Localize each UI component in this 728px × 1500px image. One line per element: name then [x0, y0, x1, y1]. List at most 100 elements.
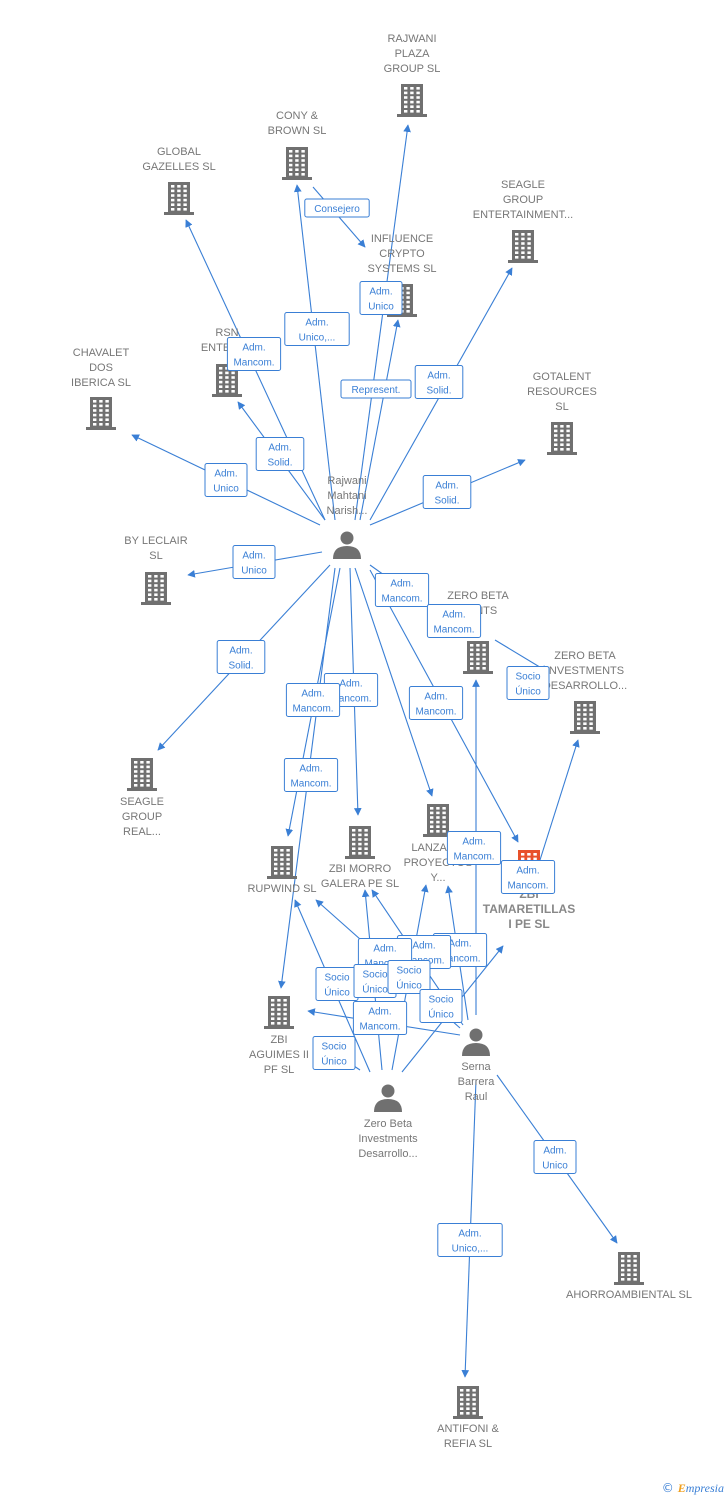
building-base	[264, 1026, 294, 1029]
building-window	[621, 1255, 625, 1258]
building-window	[566, 438, 570, 442]
relation-badge[interactable]: Adm.Mancom.	[352, 1001, 408, 1035]
building-window	[358, 847, 362, 850]
building-window	[219, 367, 223, 370]
building-window	[566, 425, 570, 428]
relation-badge[interactable]: Adm.Mancom.	[226, 337, 282, 371]
building-window	[148, 588, 152, 592]
building-window	[560, 434, 564, 437]
building-window	[231, 371, 235, 375]
building-icon[interactable]	[423, 804, 453, 837]
building-icon[interactable]	[164, 182, 194, 215]
relation-badge[interactable]: Represent.	[340, 379, 412, 399]
relation-label-text: Represent.	[352, 385, 401, 396]
building-icon[interactable]	[264, 996, 294, 1029]
building-icon[interactable]	[86, 397, 116, 430]
building-window	[271, 1003, 275, 1007]
building-window	[410, 110, 414, 113]
person-head	[340, 531, 354, 545]
footer-brand[interactable]: ©Empresia	[662, 1481, 724, 1496]
building-window	[225, 385, 229, 388]
building-icon[interactable]	[463, 641, 493, 674]
building-icon[interactable]	[141, 572, 171, 605]
building-icon[interactable]	[397, 84, 427, 117]
edge-rajwani-to-lanzagorta	[354, 567, 434, 797]
building-icon[interactable]	[614, 1252, 644, 1285]
relation-badge-box	[283, 758, 339, 792]
relation-label-text: Único	[515, 685, 541, 698]
building-icon[interactable]	[127, 758, 157, 791]
node-seagle_real[interactable]: SEAGLEGROUPREAL...	[120, 758, 164, 838]
node-label: ZBI MORRO	[329, 863, 392, 875]
building-window	[274, 858, 278, 861]
relation-badge[interactable]: Adm.Unico,...	[437, 1223, 503, 1257]
relation-badge[interactable]: Adm.Unico	[359, 281, 403, 315]
relation-badge-box	[204, 463, 248, 497]
relation-label-text: Adm.	[435, 481, 458, 492]
building-window	[430, 811, 434, 815]
relation-badge[interactable]: Adm.Mancom.	[283, 758, 339, 792]
node-rajwani[interactable]: RajwaniMahtaniNarish...	[327, 475, 368, 559]
node-zero_beta_person[interactable]: Zero BetaInvestmentsDesarrollo...	[358, 1084, 418, 1161]
relation-badge[interactable]: Adm.Mancom.	[426, 604, 482, 638]
building-icon[interactable]	[345, 826, 375, 859]
person-icon[interactable]	[374, 1084, 402, 1113]
relation-badge-box	[387, 960, 431, 994]
relation-badge[interactable]: Adm.Unico	[232, 545, 276, 579]
relation-badge[interactable]: Consejero	[304, 198, 370, 218]
relation-badge[interactable]: Adm.Mancom.	[408, 686, 464, 720]
relation-badge[interactable]: Adm.Unico	[204, 463, 248, 497]
relation-label-text: Solid.	[228, 661, 253, 672]
building-window	[301, 173, 305, 176]
person-icon[interactable]	[462, 1028, 490, 1057]
node-ahorroambiental[interactable]: AHORROAMBIENTAL SL	[566, 1252, 692, 1301]
relation-badge[interactable]: Adm.Mancom.	[500, 860, 556, 894]
relation-label-text: Único	[321, 1055, 347, 1068]
building-icon[interactable]	[212, 364, 242, 397]
relation-label-text: Adm.	[305, 318, 328, 329]
building-window	[171, 185, 175, 188]
building-icon[interactable]	[453, 1386, 483, 1419]
relation-badge[interactable]: Adm.Solid.	[216, 640, 266, 674]
relation-badge[interactable]: Adm.Solid.	[414, 365, 464, 399]
relation-badge[interactable]: Adm.Unico,...	[284, 312, 350, 346]
node-label: CONY &	[276, 110, 319, 122]
building-window	[277, 1022, 281, 1025]
person-icon[interactable]	[333, 531, 361, 560]
node-zero_beta_inv[interactable]: ZERO BETAINVESTMENTSDESARROLLO...	[543, 650, 627, 734]
relation-badge[interactable]: Adm.Mancom.	[374, 573, 430, 607]
node-rupwind[interactable]: RUPWIND SL	[247, 846, 317, 895]
building-icon[interactable]	[570, 701, 600, 734]
building-window	[93, 404, 97, 408]
building-icon[interactable]	[282, 147, 312, 180]
building-icon[interactable]	[547, 422, 577, 455]
relation-badge[interactable]: Adm.Solid.	[255, 437, 305, 471]
relation-badge[interactable]: Adm.Solid.	[422, 475, 472, 509]
building-icon[interactable]	[508, 230, 538, 263]
relation-badge[interactable]: Adm.Unico	[533, 1140, 577, 1174]
relation-label-text: Único	[362, 983, 388, 996]
building-icon[interactable]	[267, 846, 297, 879]
edge-rajwani-to-influence	[359, 319, 401, 521]
relation-badge[interactable]: Adm.Mancom.	[446, 831, 502, 865]
node-antifoni[interactable]: ANTIFONI &REFIA SL	[437, 1386, 500, 1450]
building-window	[621, 1273, 625, 1276]
node-seagle_ent[interactable]: SEAGLEGROUPENTERTAINMENT...	[473, 179, 573, 263]
relation-badge[interactable]: Adm.Mancom.	[285, 683, 341, 717]
node-cony_brown[interactable]: CONY &BROWN SL	[268, 110, 327, 180]
